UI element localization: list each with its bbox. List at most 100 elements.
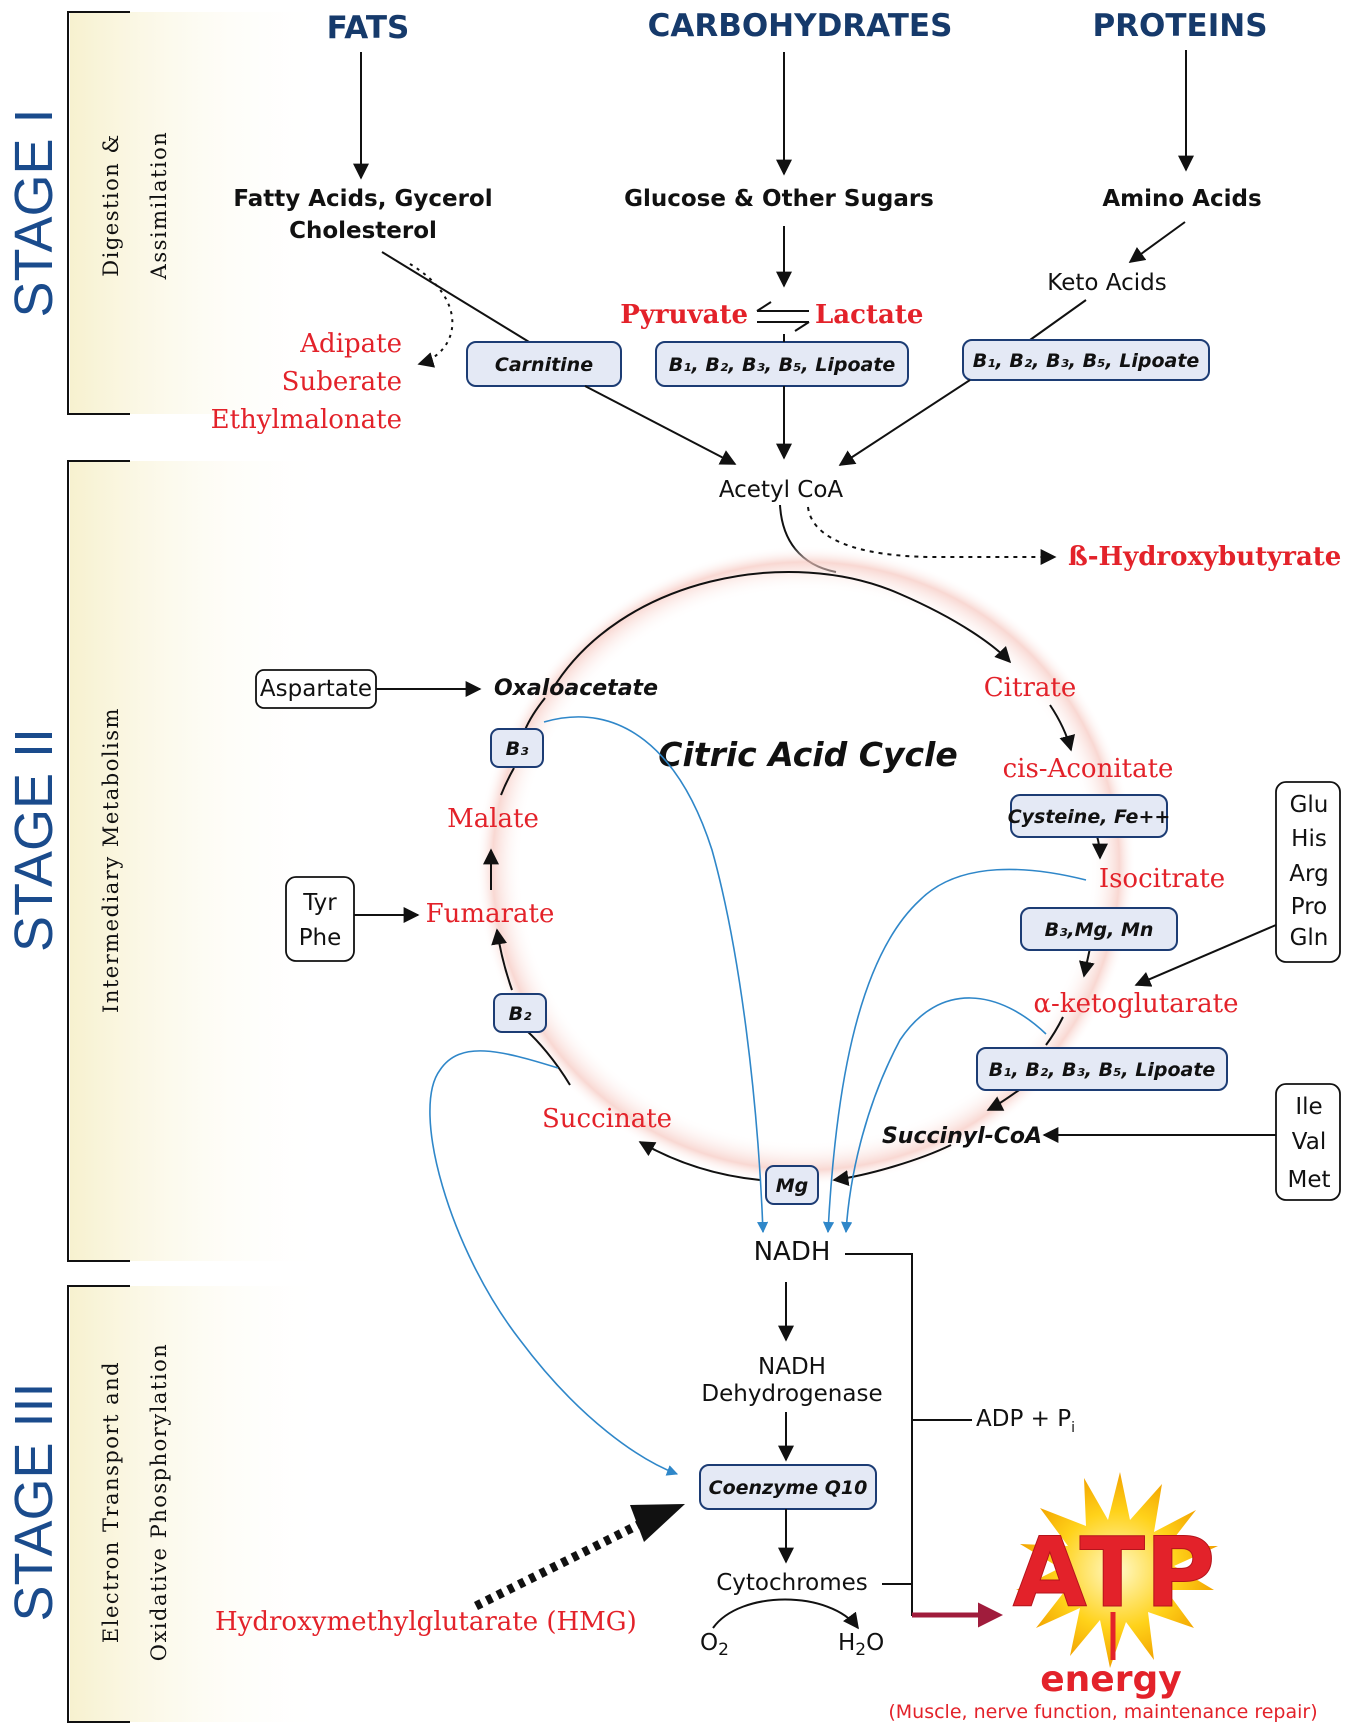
arc-oxaloacetate-citrate [551, 571, 1012, 691]
cis-aconitate-label: cis-Aconitate [1003, 754, 1174, 784]
ethylmalonate-label: Ethylmalonate [211, 405, 402, 435]
energy-label: energy [1040, 1659, 1181, 1700]
stage-3-subtitle-line2: Oxidative Phosphorylation [147, 1343, 171, 1662]
adipate-label: Adipate [299, 329, 402, 359]
arc-malate-b3 [500, 767, 515, 796]
arrow-amino-keto [1128, 221, 1186, 263]
arc-succinate-b2 [526, 1030, 571, 1086]
arc-citrate-cisaconitate [1049, 704, 1076, 752]
cycle-title: Citric Acid Cycle [658, 735, 957, 774]
carb-cofactor-label: B₁, B₂, B₃, B₅, Lipoate [669, 354, 896, 376]
pro-label: Pro [1291, 894, 1328, 920]
alpha-ketoglutarate-label: α-ketoglutarate [1033, 989, 1238, 1019]
o2-text: O [700, 1630, 718, 1656]
carnitine-label: Carnitine [495, 354, 593, 376]
protein-cofactor-label: B₁, B₂, B₃, B₅, Lipoate [973, 350, 1200, 372]
arc-b3-oxaloacetate [524, 697, 546, 731]
fats-heading: FATS [327, 10, 410, 46]
hydroxybutyrate-label: ß-Hydroxybutyrate [1068, 542, 1341, 572]
glu-group-box [1275, 781, 1341, 963]
hmg-dotted-arrow [473, 1515, 651, 1611]
atp-label: ATP [1013, 1517, 1216, 1629]
succinate-label: Succinate [542, 1104, 672, 1134]
h2o-label: H2O [838, 1630, 884, 1660]
proteins-heading: PROTEINS [1092, 8, 1267, 44]
arrow-carnitine-acetyl [584, 385, 737, 465]
blue-link-malate-nadh [543, 716, 769, 1234]
cytochromes-label: Cytochromes [716, 1570, 868, 1596]
tyr-label: Tyr [302, 890, 337, 916]
cysteine-label: Cysteine, Fe++ [1008, 806, 1171, 828]
stage-2-label: STAGE II [4, 728, 64, 952]
phe-label: Phe [299, 925, 342, 951]
carb-cofactor-box [655, 341, 909, 387]
line-keto-to-box [1029, 299, 1087, 341]
stage-3-band [67, 1285, 330, 1723]
cysteine-box [1010, 794, 1168, 838]
b3mg-label: B₃,Mg, Mn [1045, 919, 1154, 941]
nadh-label: NADH [754, 1237, 831, 1267]
tyr-phe-box [285, 876, 355, 962]
equilibrium-arrows [756, 301, 810, 332]
citrate-label: Citrate [984, 673, 1076, 703]
b3-label: B₃ [506, 738, 529, 760]
carbohydrates-heading: CARBOHYDRATES [648, 8, 953, 44]
h2o-h: H [838, 1630, 855, 1656]
gln-label: Gln [1290, 925, 1329, 951]
coenzyme-q10-box [699, 1464, 877, 1510]
arc-mg-succinate [638, 1141, 761, 1181]
o2-label: O2 [700, 1630, 729, 1660]
akg-cofactor-box [976, 1047, 1228, 1091]
hmg-arrowhead [630, 1504, 685, 1542]
adp-subscript: i [1071, 1420, 1075, 1436]
fumarate-label: Fumarate [426, 899, 555, 929]
malate-label: Malate [447, 804, 539, 834]
akg-cofactor-label: B₁, B₂, B₃, B₅, Lipoate [989, 1059, 1216, 1081]
ile-group-box [1275, 1083, 1341, 1201]
lactate-label: Lactate [815, 300, 923, 330]
pyruvate-label: Pyruvate [620, 300, 748, 330]
o2-subscript: 2 [718, 1640, 729, 1660]
b3-box [490, 728, 544, 768]
b3mg-box [1020, 907, 1178, 951]
oxaloacetate-label: Oxaloacetate [494, 676, 658, 701]
stage-1-subtitle-line1: Digestion & [99, 133, 123, 276]
b2-box [493, 993, 547, 1033]
blue-link-isocitrate-nadh [822, 868, 1087, 1234]
hmg-label: Hydroxymethylglutarate (HMG) [215, 1607, 637, 1637]
suberate-label: Suberate [282, 367, 402, 397]
blue-link-akg-nadh [841, 997, 1047, 1234]
protein-cofactor-box [962, 339, 1210, 381]
val-label: Val [1292, 1129, 1326, 1155]
glu-label: Glu [1290, 792, 1329, 818]
stage-2-subtitle: Intermediary Metabolism [99, 707, 123, 1013]
dotted-fat-to-adipate [409, 263, 454, 368]
cycle-glow [476, 546, 1136, 1186]
mg-label: Mg [776, 1175, 809, 1197]
line-fatty-to-carnitine [381, 251, 535, 346]
ile-label: Ile [1295, 1094, 1322, 1120]
arrow-protein-acetyl [838, 379, 971, 466]
stage-1-label: STAGE I [4, 108, 64, 317]
stage-2-band [67, 460, 330, 1262]
cholesterol-label: Cholesterol [289, 218, 437, 244]
met-label: Met [1287, 1167, 1330, 1193]
arc-akg-succinylcoa [1045, 1016, 1064, 1046]
stage-1-band [67, 11, 330, 415]
acetyl-coa-label: Acetyl CoA [719, 477, 844, 503]
dotted-acetyl-hydroxybutyrate [807, 506, 1057, 565]
nadh-to-atp-line [845, 1253, 1000, 1616]
his-label: His [1291, 826, 1327, 852]
stage-1-subtitle-line2: Assimilation [147, 131, 171, 281]
arrow-glu-group [1134, 924, 1277, 987]
succinyl-coa-label: Succinyl-CoA [882, 1124, 1042, 1149]
o2-to-h2o-arrow [712, 1598, 859, 1630]
blue-link-succinate-coq10 [429, 1050, 679, 1476]
stage-3-label: STAGE III [4, 1382, 64, 1621]
isocitrate-label: Isocitrate [1099, 864, 1225, 894]
h2o-o: O [866, 1630, 884, 1656]
amino-acids-label: Amino Acids [1102, 186, 1261, 212]
nadh-dehydrogenase-label-1: NADH [758, 1354, 826, 1380]
aspartate-label: Aspartate [260, 676, 372, 702]
